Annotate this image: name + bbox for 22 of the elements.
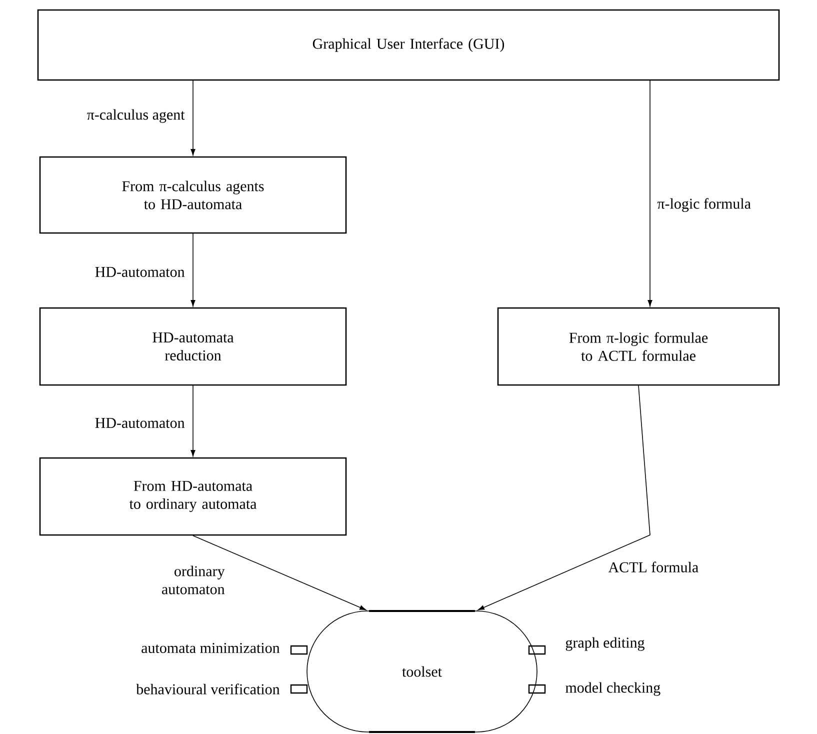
edge-label: HD-automaton (95, 418, 185, 428)
arrow (190, 384, 196, 456)
port-label: behavioural verification (136, 684, 280, 694)
edge-label: π-calculus agent (87, 109, 185, 123)
arrow (192, 535, 366, 610)
process-box: HD-automata reduction (39, 307, 347, 386)
process-box: From HD-automata to ordinary automata (39, 457, 347, 536)
edge-label: π-logic formula (657, 198, 751, 212)
edge-label: HD-automaton (95, 267, 185, 277)
process-box: From π-logic formulae to ACTL formulae (497, 307, 780, 386)
port-label: graph editing (566, 637, 644, 651)
edge-label: ordinary automaton (162, 566, 225, 594)
edge-label: ACTL formula (608, 562, 698, 572)
arrow (478, 385, 650, 610)
arrow (190, 232, 196, 306)
arrow (190, 80, 196, 156)
process-box: Graphical User Interface (GUI) (37, 9, 780, 81)
arrow (648, 80, 652, 306)
port-label: model checking (566, 682, 660, 696)
port-label: automata minimization (142, 642, 280, 654)
toolset-stadium: toolset (306, 610, 538, 733)
process-box: From π-calculus agents to HD-automata (39, 156, 347, 234)
